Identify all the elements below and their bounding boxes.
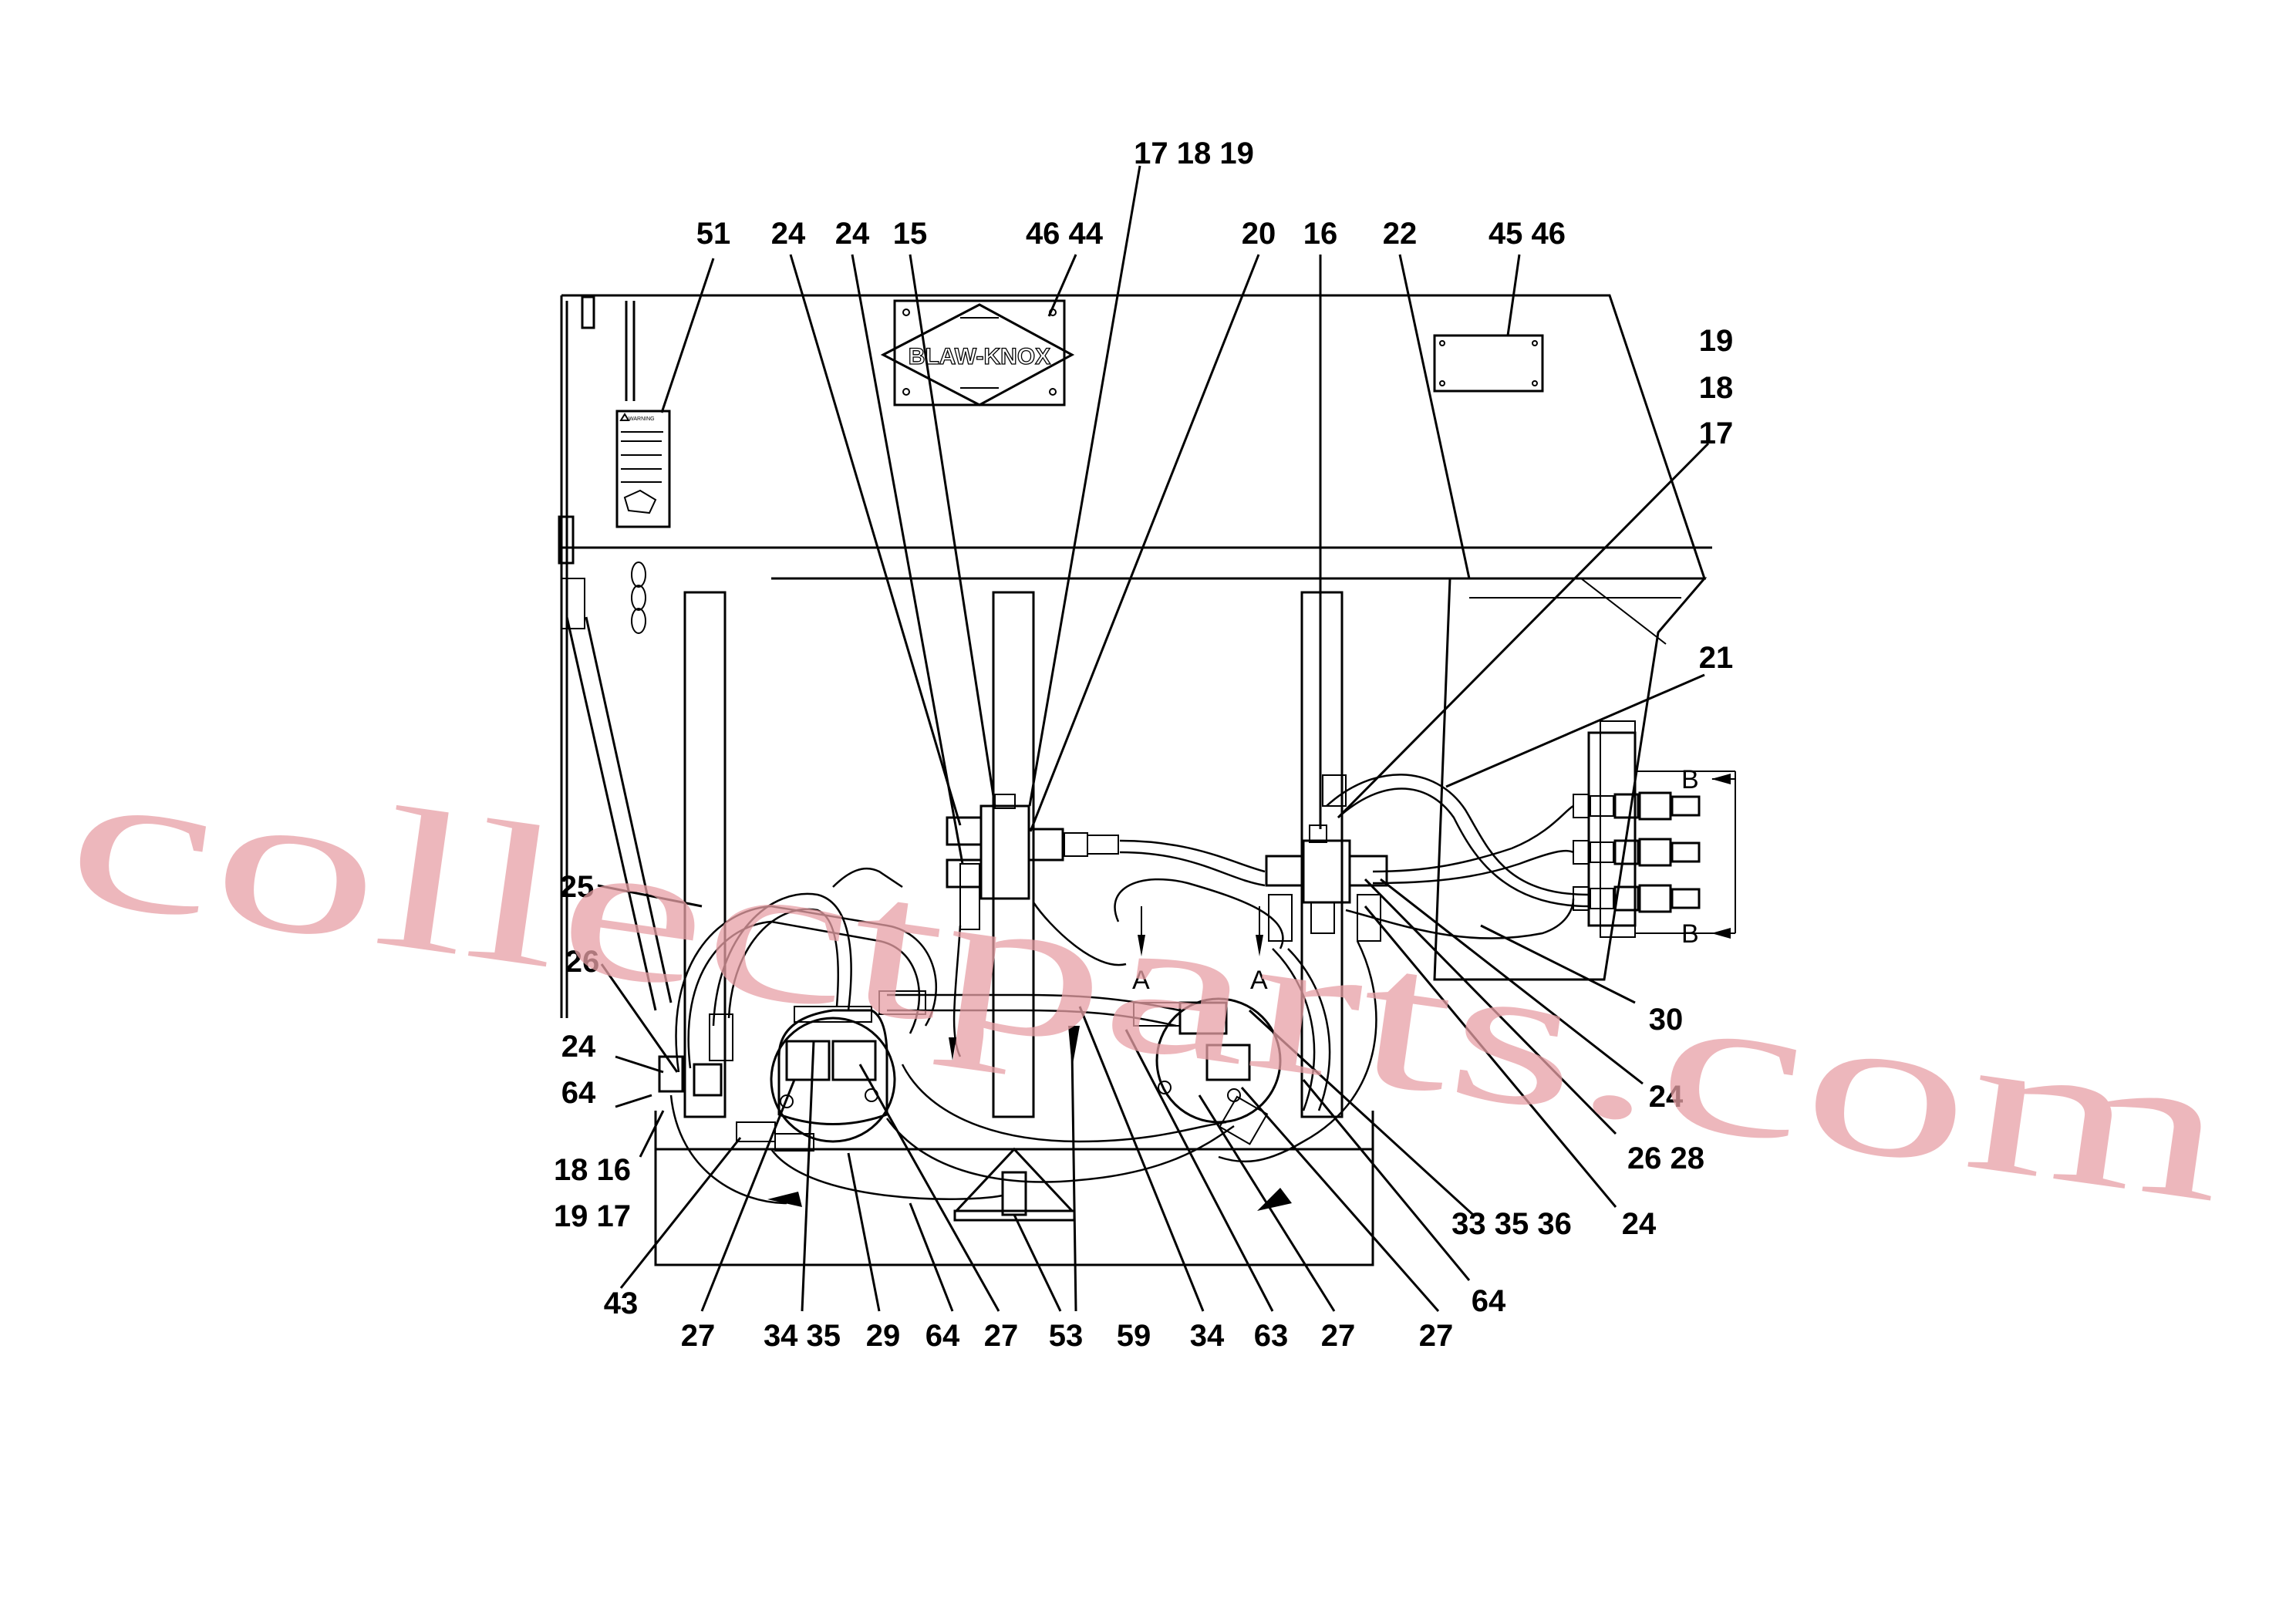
warning-decal: WARNING [615, 410, 671, 528]
callout-17-right: 17 [1699, 416, 1734, 450]
logo-text: BLAW-KNOX [909, 344, 1050, 369]
section-markers: A A B B [767, 765, 1735, 1211]
callout-53: 53 [1049, 1319, 1084, 1353]
callout-64-right: 64 [1472, 1284, 1506, 1318]
callout-33-35-36: 33 35 36 [1451, 1207, 1572, 1241]
hydraulic-hoses [669, 774, 1590, 1205]
warning-heading: WARNING [629, 416, 655, 422]
callout-63: 63 [1254, 1319, 1289, 1353]
section-b-top: B [1681, 765, 1699, 794]
section-b-bottom: B [1681, 919, 1699, 949]
callout-27-b: 27 [984, 1319, 1019, 1353]
callout-27-a: 27 [681, 1319, 716, 1353]
callout-64-left: 64 [561, 1076, 596, 1110]
callout-22: 22 [1383, 217, 1418, 251]
callout-19-17: 19 17 [554, 1199, 631, 1233]
callout-34-35: 34 35 [764, 1319, 841, 1353]
callout-51: 51 [696, 217, 731, 251]
callout-29: 29 [866, 1319, 901, 1353]
callout-24-right-b: 24 [1622, 1207, 1657, 1241]
callout-24-a: 24 [771, 217, 806, 251]
callout-34: 34 [1190, 1319, 1225, 1353]
callout-27-d: 27 [1419, 1319, 1454, 1353]
callout-30: 30 [1649, 1003, 1684, 1037]
callout-18-16: 18 16 [554, 1153, 631, 1187]
callout-25: 25 [560, 870, 595, 904]
callout-27-c: 27 [1321, 1319, 1356, 1353]
section-a-right: A [1250, 966, 1268, 995]
callout-59: 59 [1117, 1319, 1151, 1353]
callout-24-right-a: 24 [1649, 1080, 1684, 1114]
callout-26-28: 26 28 [1627, 1141, 1704, 1175]
callout-43: 43 [604, 1286, 639, 1320]
nameplate [1433, 334, 1544, 393]
callout-26-left: 26 [565, 945, 600, 979]
left-elbow-fittings [658, 863, 980, 1152]
callout-21: 21 [1699, 641, 1734, 675]
right-hydraulic-motor [1133, 997, 1282, 1145]
callout-15: 15 [893, 217, 928, 251]
callout-24-b: 24 [835, 217, 870, 251]
callout-24-left: 24 [561, 1030, 596, 1064]
quick-coupler-group [1573, 791, 1701, 913]
callout-labels: 17 18 19 51 24 24 15 46 44 20 16 22 45 4… [554, 137, 1733, 1353]
callout-16-top: 16 [1303, 217, 1338, 251]
callout-18-right: 18 [1699, 371, 1734, 405]
callout-20: 20 [1242, 217, 1276, 251]
hopper-body [558, 294, 1736, 1266]
callout-17-18-19-top: 17 18 19 [1134, 137, 1254, 170]
flow-control-valve-block [946, 794, 1119, 900]
watermark: collectparts.com [56, 722, 2240, 1245]
callout-64-bottom: 64 [925, 1319, 960, 1353]
callout-46-44: 46 44 [1026, 217, 1104, 251]
callout-19-right: 19 [1699, 324, 1734, 358]
left-hydraulic-motor [770, 990, 926, 1143]
blaw-knox-logo-plate: BLAW-KNOX [880, 299, 1075, 406]
callout-45-46: 45 46 [1489, 217, 1566, 251]
section-a-left: A [1132, 966, 1150, 995]
leader-lines [597, 165, 1710, 1312]
